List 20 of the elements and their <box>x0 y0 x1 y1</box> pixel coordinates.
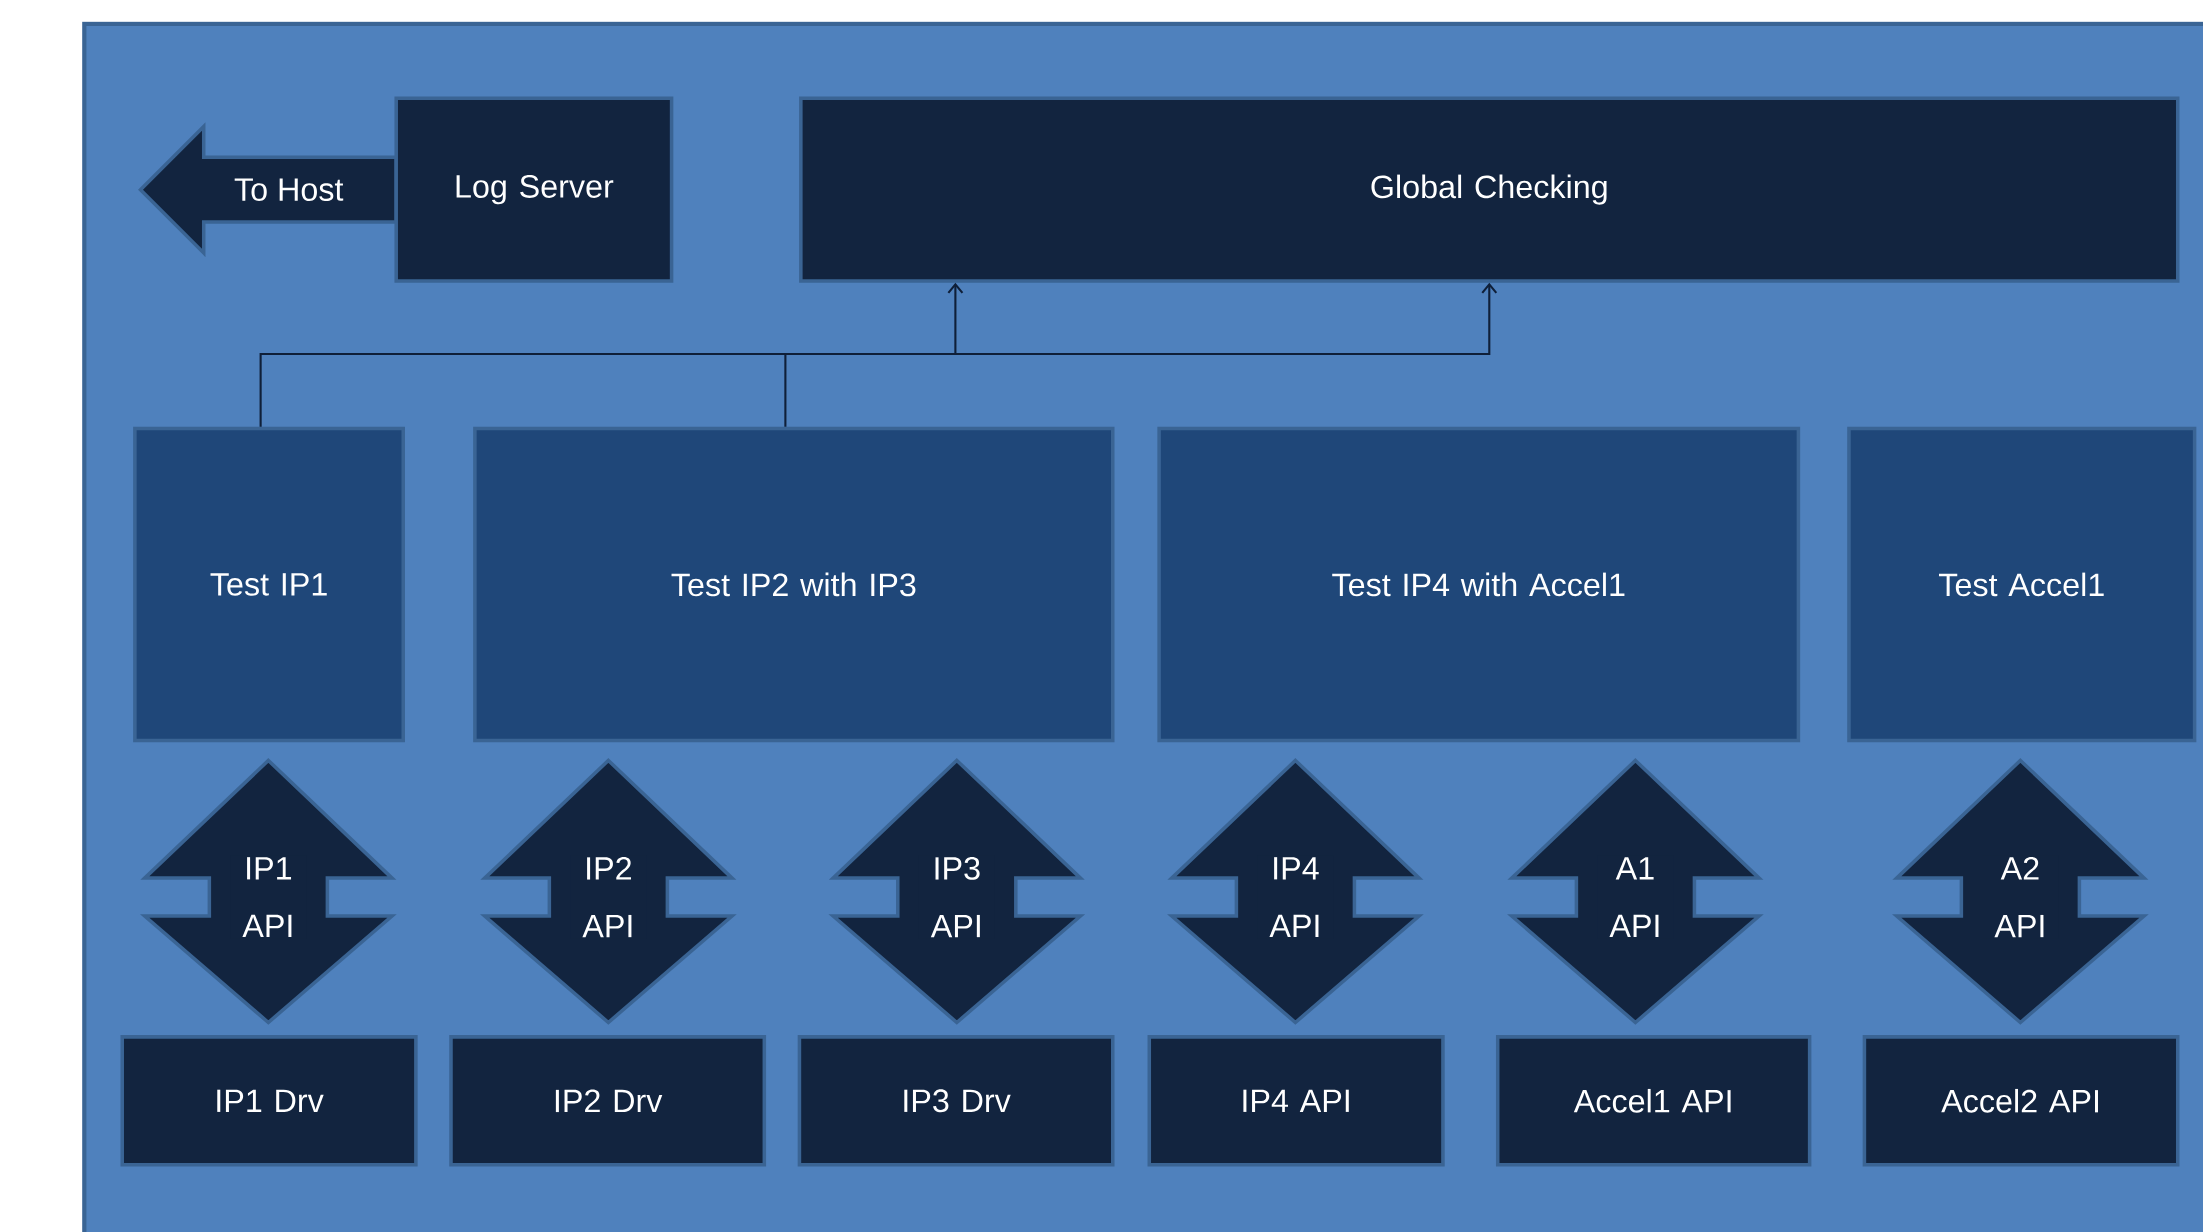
process-box: Accel1 API <box>1495 1035 1812 1167</box>
edge-label: IP3 API <box>918 855 995 939</box>
process-box: IP1 Drv <box>120 1035 418 1167</box>
edge-label: A2 API <box>1982 855 2059 939</box>
process-box: Global Checking <box>799 96 2180 283</box>
test-box: Test IP1 <box>133 426 405 743</box>
edge-label: IP4 API <box>1257 855 1334 939</box>
arrow <box>784 282 1498 427</box>
test-box: Test IP4 with Accel1 <box>1157 426 1801 743</box>
arrow <box>259 282 964 427</box>
process-box: IP3 Drv <box>797 1035 1115 1167</box>
test-box: Test IP2 with IP3 <box>473 426 1115 743</box>
test-box: Test Accel1 <box>1847 426 2197 743</box>
process-box: IP4 API <box>1147 1035 1445 1167</box>
process-box: Log Server <box>394 96 674 283</box>
process-box: IP2 Drv <box>449 1035 767 1167</box>
edge-label: A1 API <box>1597 855 1674 939</box>
process-box: Accel2 API <box>1862 1035 2180 1167</box>
edge-label: IP1 API <box>230 855 307 939</box>
edge-label: IP2 API <box>570 855 647 939</box>
